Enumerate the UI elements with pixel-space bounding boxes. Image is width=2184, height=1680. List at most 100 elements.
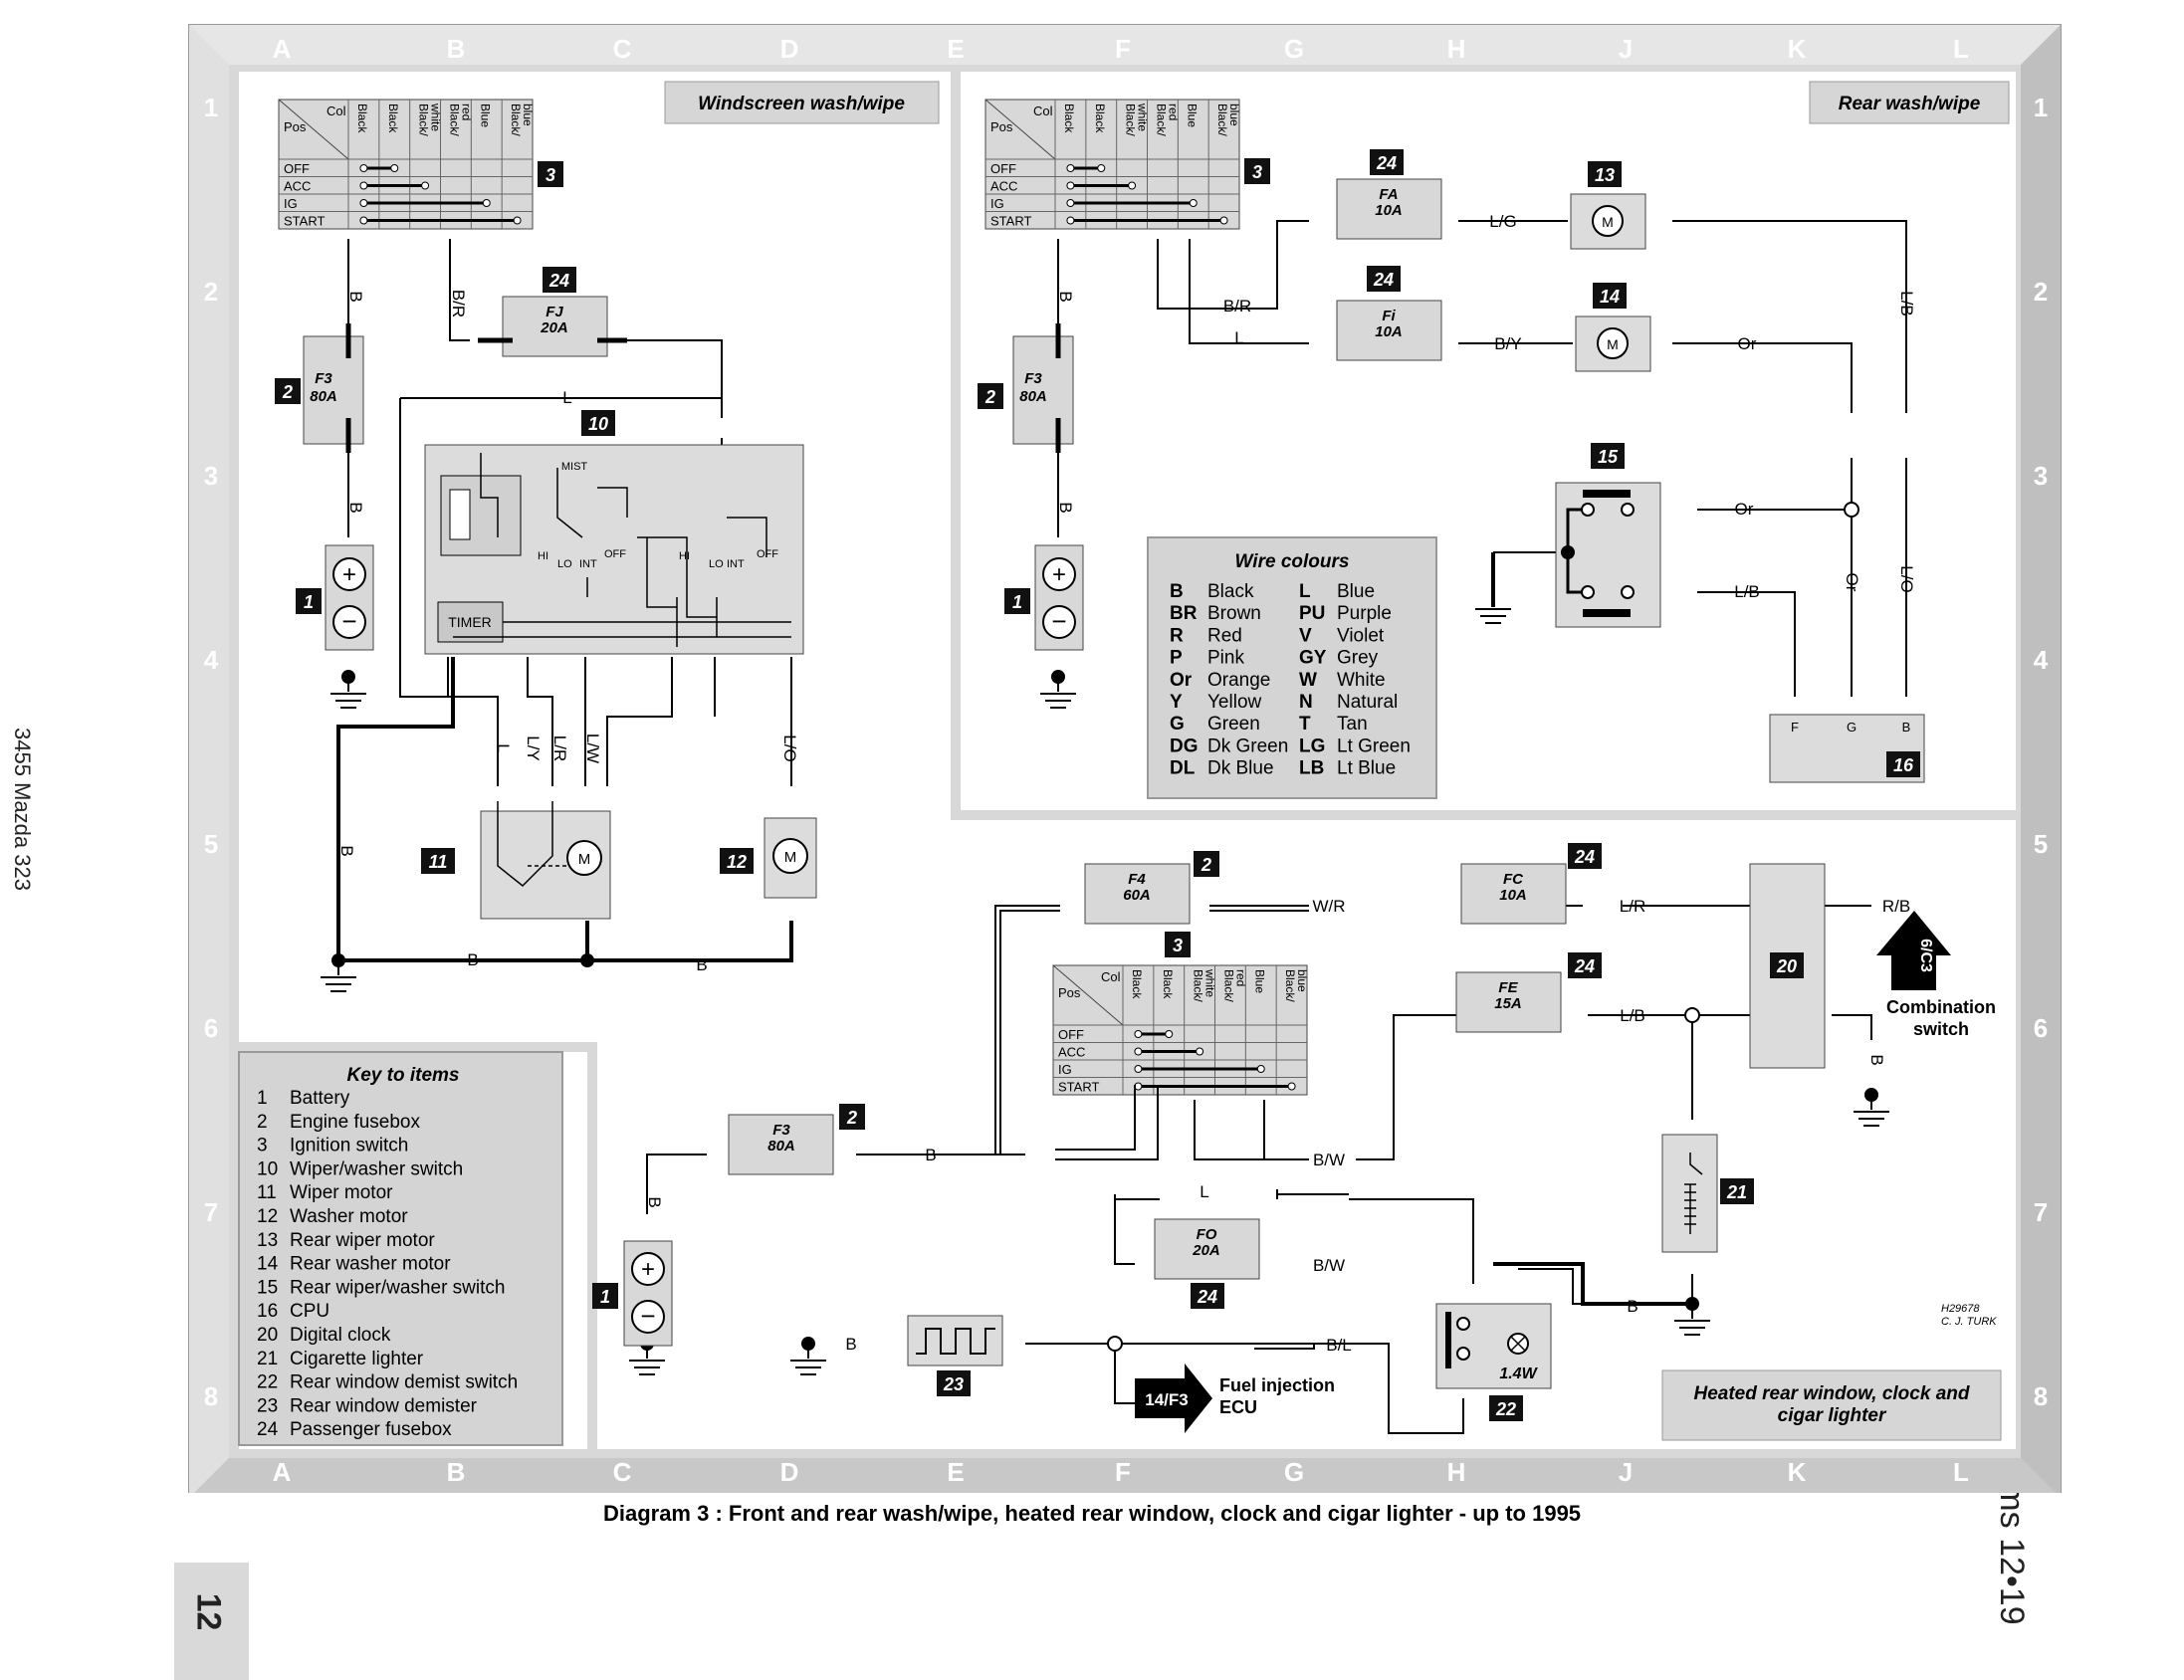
key-item-number: 13 [257,1230,278,1251]
item-badge [1568,843,1602,869]
demister-ground-junction [801,1337,815,1351]
svg-text:Black/: Black/ [1215,104,1229,136]
grid-col-H: H [1447,34,1466,64]
svg-text:Black/: Black/ [1283,969,1297,1002]
fuel-injection-ref[interactable]: 14/F3 Fuel injection ECU [1135,1364,1335,1433]
combination-switch-ref[interactable]: 6/C3 Combination switch [1876,911,1996,1039]
front-ground-junction-1 [331,953,345,967]
svg-text:F3: F3 [1024,370,1042,387]
key-item-label: CPU [290,1301,329,1322]
item-badge-number: 3 [1173,936,1183,955]
item-badge [1588,161,1622,187]
svg-text:B/L: B/L [1326,1336,1352,1355]
svg-text:INT: INT [579,558,597,570]
svg-text:F3: F3 [315,370,332,387]
svg-text:LO: LO [557,558,572,570]
wire-name: Tan [1337,714,1368,735]
svg-text:white: white [1203,968,1217,997]
svg-text:B/R: B/R [1223,297,1251,315]
wire-code: P [1170,648,1183,669]
grid-row-4: 4 [204,645,219,675]
svg-text:FC: FC [1503,871,1524,888]
svg-text:Blue: Blue [1185,104,1199,127]
svg-text:Col: Col [1033,104,1053,118]
wire-code: B [1170,581,1184,602]
fuse-fe: FE 15A [1455,971,1562,1033]
panel-title-bottom: Heated rear window, clock and cigar ligh… [1661,1369,2002,1441]
key-item-number: 20 [257,1325,278,1346]
front-ground-junction-2 [580,953,594,967]
svg-text:Fi: Fi [1382,308,1396,324]
grid-col-L: L [1953,34,1969,64]
rear-washer-motor: M [1575,315,1651,372]
svg-text:F4: F4 [1128,871,1146,888]
wire-code: Or [1170,670,1193,691]
svg-text:START: START [990,214,1031,229]
item-badge-number: 15 [1598,447,1619,467]
svg-text:−: − [640,1301,655,1331]
wire-code: G [1170,714,1185,735]
rear-wiper-washer-switch [1555,482,1661,628]
item-badge [1568,952,1602,978]
grid-row-5: 5 [2034,829,2048,859]
item-badge-number: 16 [1893,755,1914,775]
rear-window-demister [907,1315,1003,1366]
svg-text:Pos: Pos [990,119,1013,134]
wire-name: Blue [1337,581,1375,602]
item-badge-number: 3 [1252,162,1262,182]
bottom-title-line2: cigar lighter [1778,1405,1887,1426]
svg-text:F: F [1791,720,1799,735]
bottom-wire-labels: B B W/R L/R R/B L/B B B/W L B/W B B/L B [645,897,1910,1355]
svg-text:10A: 10A [1375,202,1403,219]
grid-row-1: 1 [204,93,218,122]
item-badge [1886,751,1920,777]
wire-code: DL [1170,758,1196,779]
key-item-number: 3 [257,1136,268,1156]
grid-row-3: 3 [2034,461,2048,491]
item-badge [592,1283,618,1309]
item-badge-number: 20 [1776,956,1797,976]
fuse-f3-front: F3 80A [303,323,364,453]
svg-text:L: L [494,743,513,752]
svg-text:L/O: L/O [1897,565,1916,592]
key-item-number: 2 [257,1112,268,1133]
svg-text:IG: IG [1058,1062,1072,1077]
svg-text:FE: FE [1498,979,1518,996]
grid-col-F: F [1115,34,1131,64]
svg-text:L/O: L/O [780,735,799,761]
svg-text:B: B [845,1335,856,1354]
svg-text:R/B: R/B [1882,897,1910,916]
svg-text:Black: Black [355,104,369,133]
item-badge-number: 24 [1373,270,1394,290]
svg-text:OFF: OFF [757,548,778,560]
key-item-number: 15 [257,1277,278,1298]
svg-text:B: B [696,955,707,974]
svg-text:blue: blue [1295,969,1309,992]
svg-text:10: 10 [588,414,608,434]
wire-code: GY [1299,648,1327,669]
svg-text:F3: F3 [772,1122,790,1139]
item-badge [1370,149,1404,175]
svg-text:L/Y: L/Y [524,735,543,761]
grid-col-J: J [1619,1457,1633,1487]
wire-name: Black [1207,581,1254,602]
wire-name: Violet [1337,625,1385,646]
fuse-fa: FA 10A [1336,178,1442,240]
clock-ground-junction [1864,1088,1878,1102]
item-badge [1191,1283,1224,1309]
grid-col-G: G [1284,34,1304,64]
front-wire-labels: B B/R L B L L/Y L/R L/W L/O B B B [337,290,799,974]
item-badge-number: 13 [1595,165,1615,185]
item-badge [978,383,1003,409]
svg-text:OFF: OFF [604,548,626,560]
rear-wiper-motor: M [1570,193,1646,250]
washer-motor: M [764,817,817,899]
grid-col-F: F [1115,1457,1131,1487]
fuel-label-line2: ECU [1219,1397,1257,1417]
svg-text:Black/: Black/ [1222,969,1236,1002]
svg-text:B: B [337,845,356,856]
item-badge-number: 11 [429,852,448,872]
svg-text:Rear wash/wipe: Rear wash/wipe [1839,94,1981,114]
